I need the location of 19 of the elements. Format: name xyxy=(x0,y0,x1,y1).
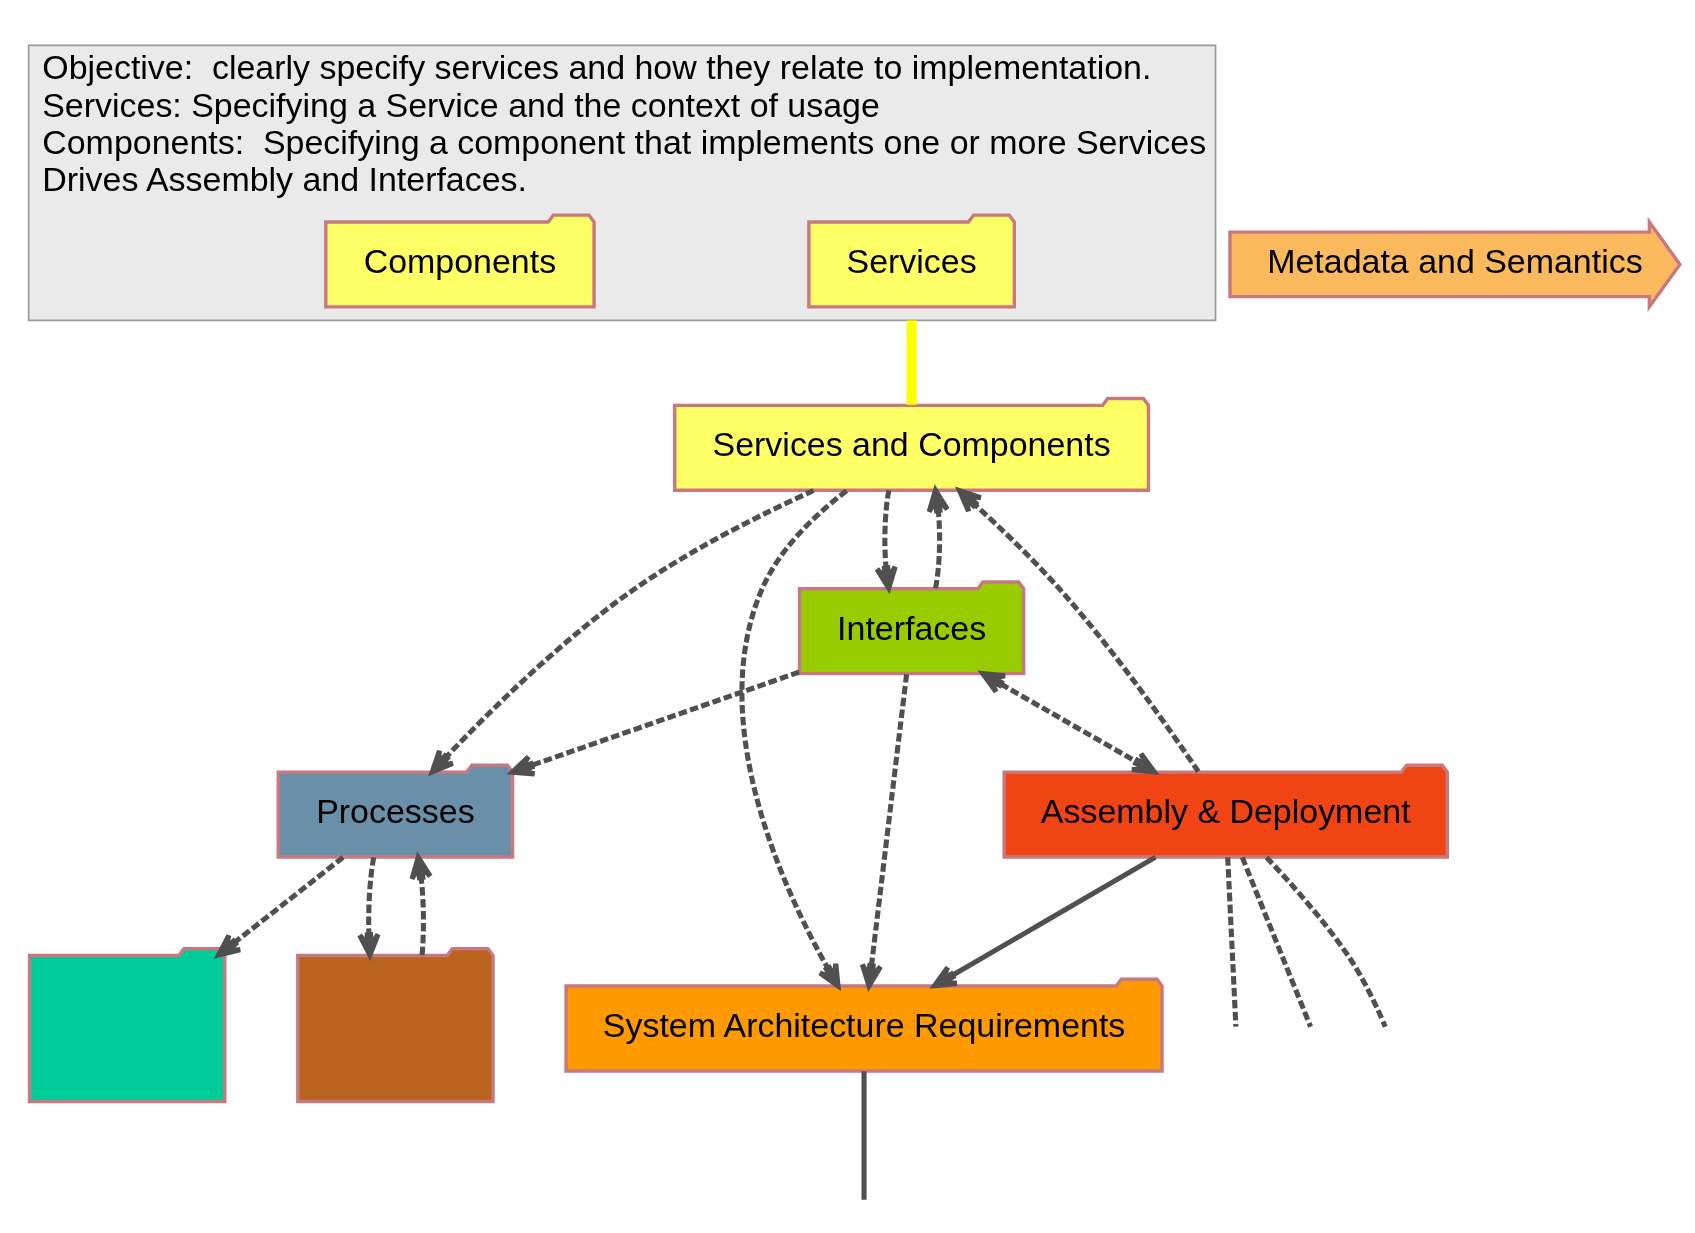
connector xyxy=(906,320,917,405)
arrow xyxy=(409,854,433,956)
node-folder xyxy=(296,947,495,1104)
connector xyxy=(861,1071,867,1200)
connector xyxy=(1225,857,1239,1027)
arrow xyxy=(932,854,1157,989)
arrow xyxy=(215,855,345,958)
arrow xyxy=(509,669,800,777)
arrow xyxy=(859,673,910,989)
arrow xyxy=(957,488,1201,773)
arrow xyxy=(980,671,1157,775)
node-folder xyxy=(27,947,227,1104)
connector xyxy=(1264,855,1388,1028)
connector xyxy=(1239,856,1313,1028)
arrow xyxy=(429,488,815,775)
arrow xyxy=(926,487,950,589)
arrow xyxy=(874,489,898,591)
arrow xyxy=(357,856,381,958)
arrow xyxy=(739,488,849,989)
